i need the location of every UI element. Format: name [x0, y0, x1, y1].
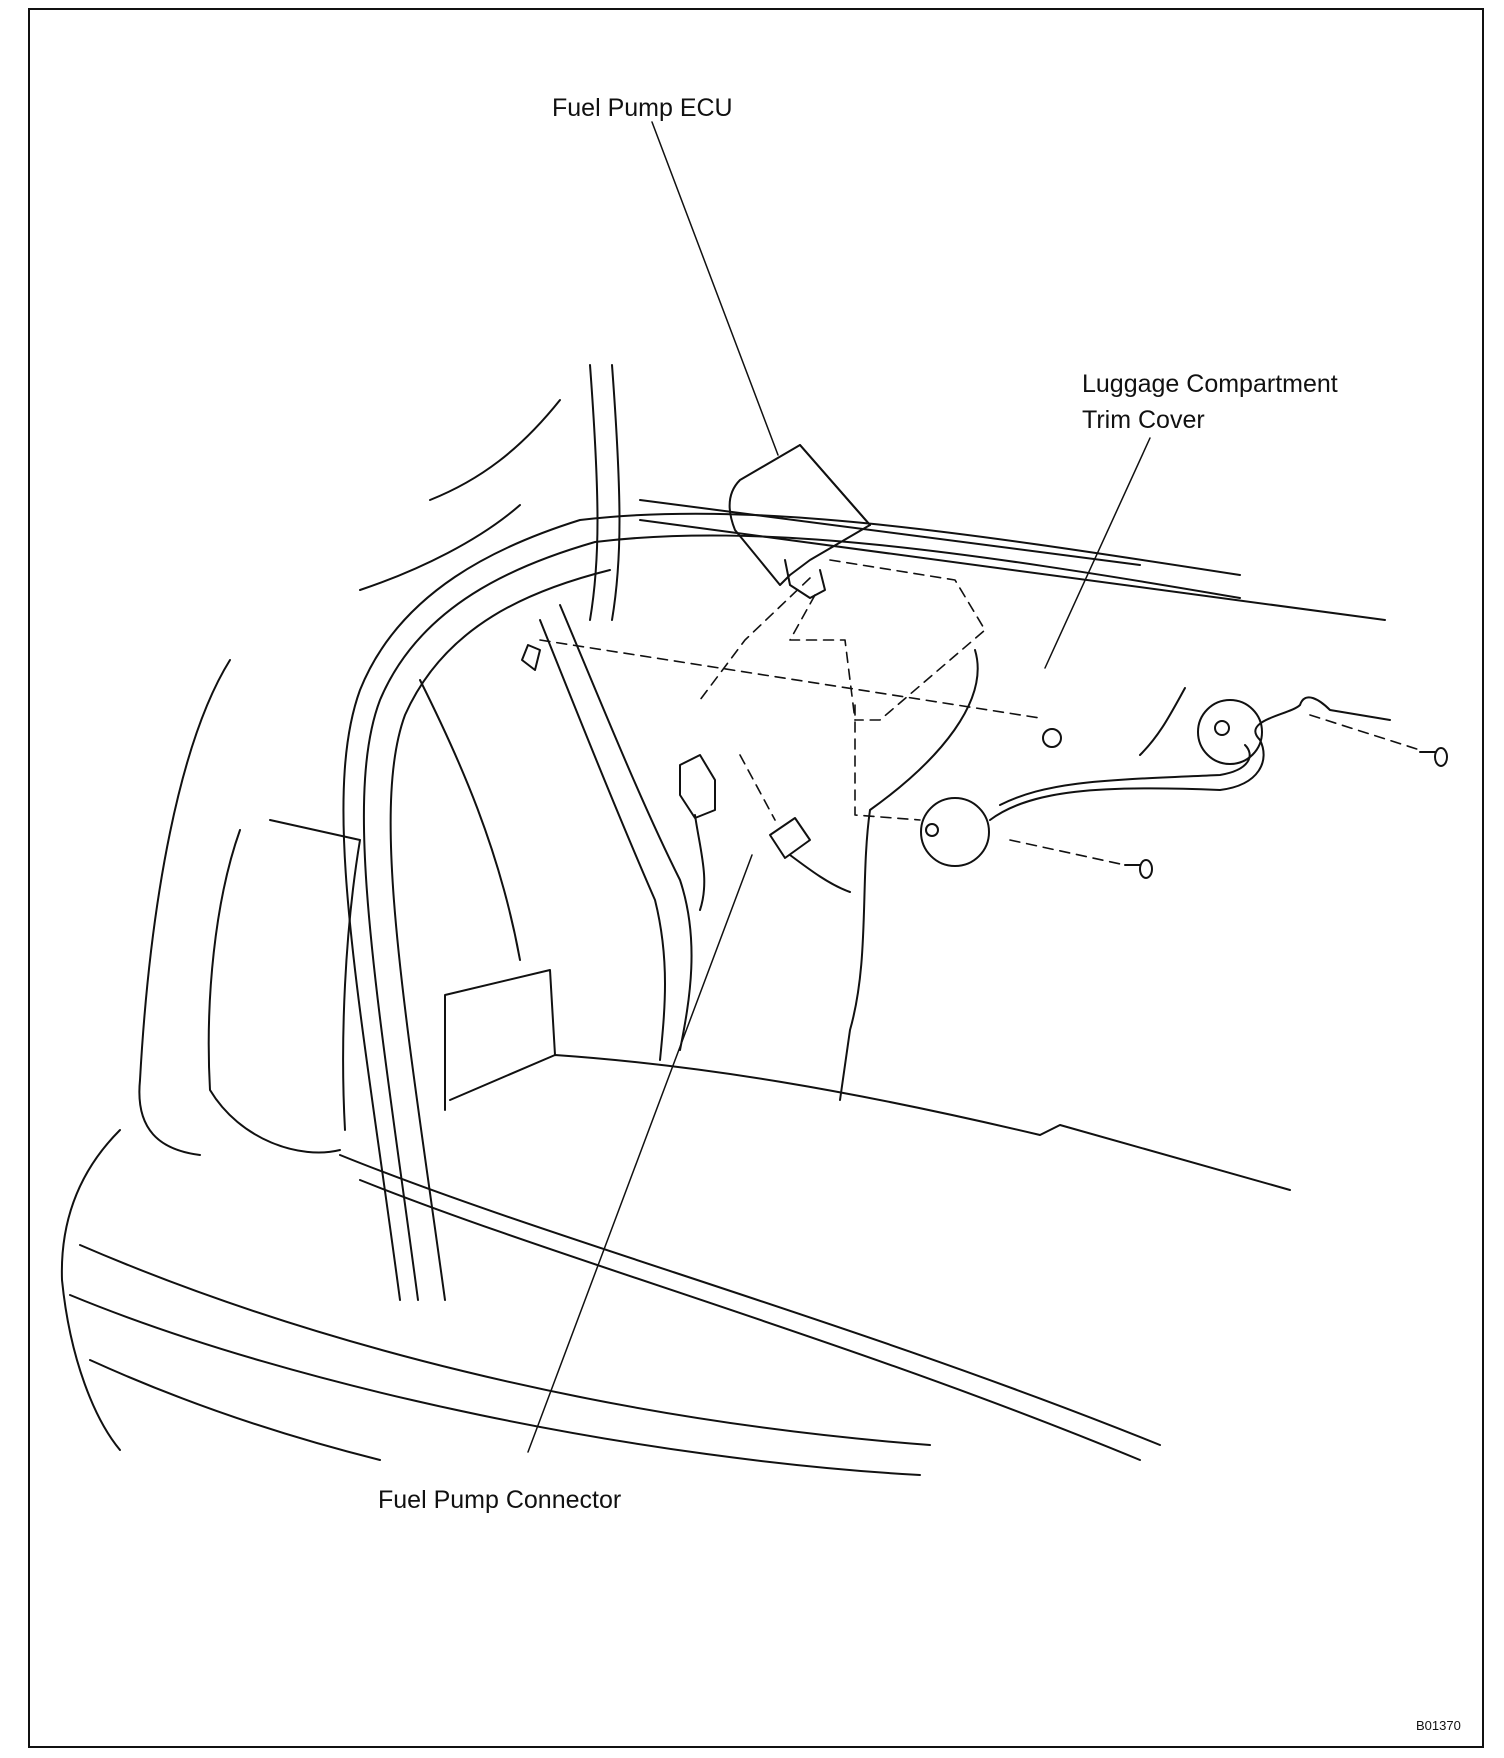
figure-code: B01370 [1416, 1718, 1461, 1733]
pillar-curve-2 [359, 504, 521, 591]
label-trim-cover-line1: Luggage Compartment [1082, 370, 1338, 398]
trim-cover-edge [989, 696, 1391, 821]
trim-cover-edge-2 [999, 744, 1251, 806]
quarter-panel-edge [589, 364, 599, 621]
quarter-panel-edge-2 [611, 364, 621, 621]
pillar-curve [429, 399, 561, 501]
trunk-opening-rim-mid [362, 534, 1241, 1301]
dashed-bolt-low [1009, 839, 1126, 866]
dashed-left-hole [539, 639, 1041, 719]
quarter-panel-outline [138, 659, 231, 1156]
dashed-connector-path [739, 754, 776, 821]
trunk-opening-rim-outer [342, 512, 1241, 1301]
rear-bumper-line-1 [79, 1244, 931, 1446]
trim-clip-right-inner [1214, 720, 1230, 736]
connector-wire-2 [694, 814, 706, 911]
label-fuel-pump-connector: Fuel Pump Connector [378, 1486, 622, 1514]
left-clip [521, 644, 541, 671]
tail-light-outline [207, 829, 341, 1154]
leader-trim [1044, 437, 1151, 669]
trim-cover-outline [839, 649, 979, 1101]
fuel-pump-connector [769, 817, 811, 859]
trim-bolt-right-head [1434, 747, 1448, 767]
connector-wire [789, 854, 851, 893]
trunk-sill-1 [339, 1154, 1161, 1446]
leader-connector [527, 854, 753, 1453]
dashed-ecu-to-trim [699, 577, 811, 701]
fuel-pump-ecu-box-face [799, 444, 871, 526]
trim-clip-left-inner [925, 823, 939, 837]
inner-wall-3 [419, 679, 521, 961]
trim-bolt-low-head [1139, 859, 1153, 879]
inner-wall-2 [539, 619, 666, 1061]
rear-bumper-line-2 [69, 1294, 921, 1476]
trim-clip-right [1197, 699, 1263, 765]
trim-cover-inner-1 [1139, 687, 1186, 756]
rear-bumper-line-3 [89, 1359, 381, 1461]
rear-bumper-top [60, 1129, 121, 1451]
trim-nut [1042, 728, 1062, 748]
dashed-ecu-to-clip [789, 594, 856, 721]
trim-cover-top-2 [639, 519, 1386, 621]
label-fuel-pump-ecu: Fuel Pump ECU [552, 94, 733, 122]
fuel-pump-ecu-box [728, 444, 871, 586]
luggage-floor-side [444, 969, 556, 1111]
dashed-ecu-bracket-outline [829, 559, 986, 721]
fuel-pump-ecu-bracket [784, 559, 826, 599]
leader-ecu [651, 121, 779, 456]
trunk-opening-rim-inner [389, 569, 611, 1301]
label-trim-cover-line2: Trim Cover [1082, 406, 1205, 434]
tail-light-inner [269, 819, 361, 1131]
trim-cover-top [639, 499, 1141, 566]
trunk-sill-2 [359, 1179, 1141, 1461]
connector-left [679, 754, 716, 819]
inner-wall-1 [559, 604, 693, 1051]
trim-clip-left [920, 797, 990, 867]
luggage-floor [449, 1054, 1291, 1191]
diagram-frame [28, 8, 1484, 1748]
dashed-center-box [854, 704, 921, 821]
dashed-bolt-right [1309, 714, 1421, 751]
